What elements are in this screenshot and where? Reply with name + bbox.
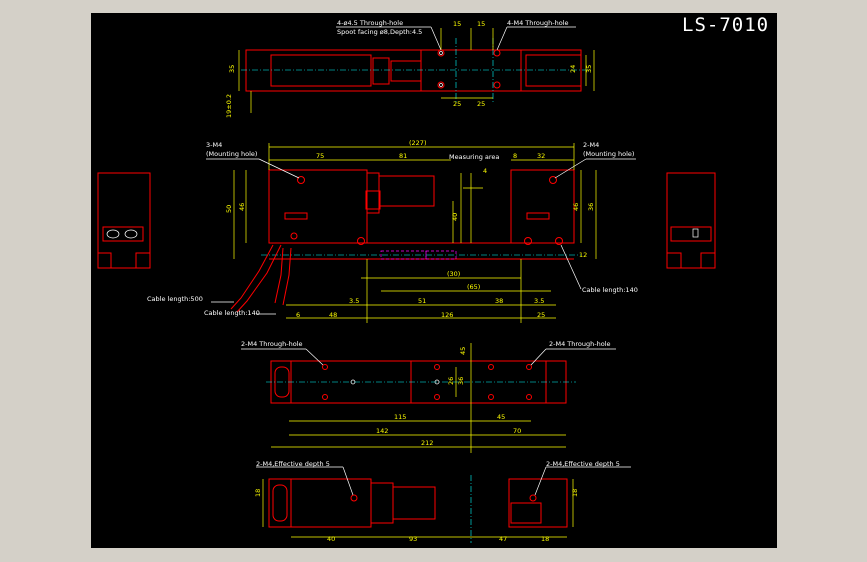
front-dim-46-left: 46	[238, 203, 246, 211]
bottom-dim-115: 115	[394, 413, 406, 421]
rear-dim-18: 18	[541, 535, 549, 543]
top-note-left-1: 4-ø4.5 Through-hole	[337, 19, 403, 27]
top-dim-19: 19±0.2	[225, 94, 233, 118]
front-dim-6: 6	[296, 311, 300, 319]
top-dim-25a: 25	[453, 100, 461, 108]
cable-length-140-left: Cable length:140	[204, 309, 260, 317]
top-note-right: 4-M4 Through-hole	[507, 19, 569, 27]
rear-dim-93: 93	[409, 535, 417, 543]
drawing-canvas: LS-7010 .o { stroke: #ff0000; fill: none…	[91, 13, 777, 548]
front-note-left-1: 3-M4	[206, 141, 222, 149]
bottom-note-right: 2-M4 Through-hole	[549, 340, 611, 348]
front-dim-12: 12	[579, 251, 587, 259]
bottom-dim-212: 212	[421, 439, 433, 447]
bottom-dim-45: 45	[497, 413, 505, 421]
front-dim-40: 40	[451, 213, 459, 221]
top-dim-35-left: 35	[228, 65, 236, 73]
bottom-note-left: 2-M4 Through-hole	[241, 340, 303, 348]
front-dim-48: 48	[329, 311, 337, 319]
bottom-dim-142: 142	[376, 427, 388, 435]
front-dim-227: (227)	[409, 139, 426, 147]
technical-drawing: .o { stroke: #ff0000; fill: none; stroke…	[97, 19, 716, 543]
front-dim-8: 8	[513, 152, 517, 160]
front-dim-3-5-right: 3.5	[534, 297, 544, 305]
rear-dim-18-right: 18	[571, 489, 579, 497]
rear-dim-47: 47	[499, 535, 507, 543]
front-dim-46-right: 46	[572, 203, 580, 211]
front-dim-25: 25	[537, 311, 545, 319]
rear-note-left: 2-M4,Effective depth 5	[256, 460, 330, 468]
top-dim-15b: 15	[477, 20, 485, 28]
top-dim-24: 24	[569, 65, 577, 73]
drawing-title: LS-7010	[682, 14, 770, 36]
bottom-dim-70: 70	[513, 427, 521, 435]
rear-note-right: 2-M4,Effective depth 5	[546, 460, 620, 468]
side-view-right	[666, 172, 716, 269]
front-dim-36: 36	[587, 203, 595, 211]
front-dim-32: 32	[537, 152, 545, 160]
measuring-area-label: Measuring area	[449, 153, 499, 161]
bottom-dim-45-vert: 45	[459, 347, 467, 355]
cable-length-140-right: Cable length:140	[582, 286, 638, 294]
front-note-right-1: 2-M4	[583, 141, 599, 149]
top-dim-25b: 25	[477, 100, 485, 108]
bottom-dim-26: 26	[447, 377, 455, 385]
bottom-view	[241, 343, 616, 453]
front-dim-65: (65)	[467, 283, 480, 291]
top-dim-15a: 15	[453, 20, 461, 28]
front-dim-30: (30)	[447, 270, 460, 278]
front-dim-81: 81	[399, 152, 407, 160]
front-dim-126: 126	[441, 311, 453, 319]
front-view	[206, 143, 636, 323]
front-dim-3-5-left: 3.5	[349, 297, 359, 305]
top-note-left-2: Spoot facing ø8,Depth:4.5	[337, 28, 422, 36]
rear-view	[256, 466, 631, 543]
rear-dim-40: 40	[327, 535, 335, 543]
rear-dim-18-left: 18	[254, 489, 262, 497]
front-dim-75: 75	[316, 152, 324, 160]
side-view-left	[97, 172, 151, 269]
front-note-left-2: (Mounting hole)	[206, 150, 257, 158]
cable-length-500: Cable length:500	[147, 295, 203, 303]
top-view	[238, 26, 595, 113]
front-note-right-2: (Mounting hole)	[583, 150, 634, 158]
front-dim-51: 51	[418, 297, 426, 305]
bottom-dim-36: 36	[457, 377, 465, 385]
front-dim-38: 38	[495, 297, 503, 305]
front-dim-50: 50	[225, 205, 233, 213]
top-dim-35-right: 35	[585, 65, 593, 73]
front-dim-4: 4	[483, 167, 487, 175]
